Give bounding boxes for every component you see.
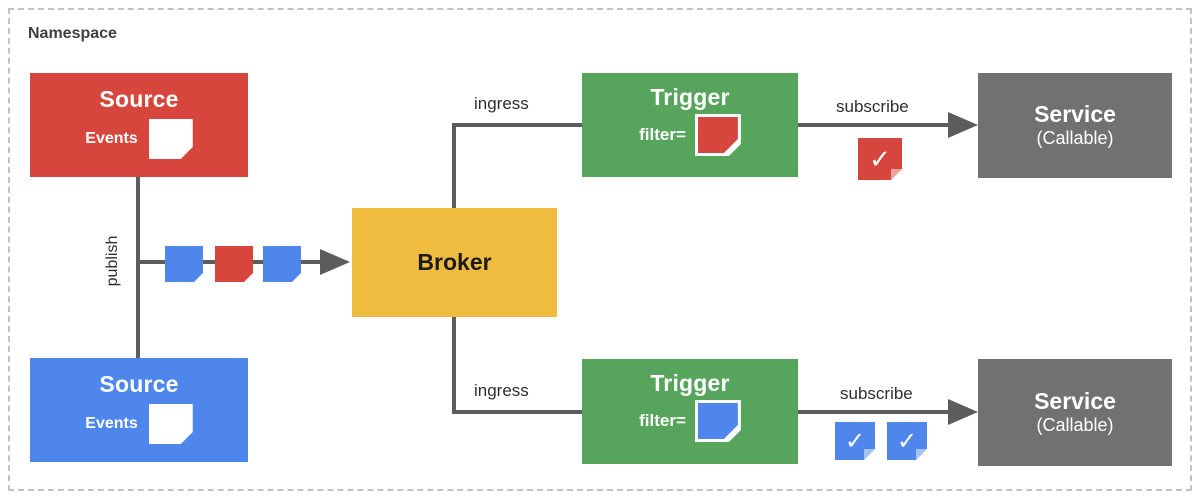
event-note-icon <box>165 246 203 282</box>
note-fold <box>891 169 902 180</box>
checked-event-note-icon: ✓ <box>835 422 875 460</box>
source-box-red: Source Events <box>30 73 248 177</box>
trigger-title: Trigger <box>650 370 730 396</box>
source-title: Source <box>99 371 179 397</box>
namespace-border <box>8 8 1192 491</box>
filter-note-fill <box>698 403 738 439</box>
trigger-box-bottom: Trigger filter= <box>582 359 798 464</box>
ingress-line-top-vertical <box>452 125 456 208</box>
trigger-title: Trigger <box>650 84 730 110</box>
ingress-label-bottom: ingress <box>474 381 529 400</box>
trigger-box-top: Trigger filter= <box>582 73 798 177</box>
namespace-label: Namespace <box>28 25 117 42</box>
filter-note-icon <box>695 114 741 156</box>
checkmark-icon: ✓ <box>869 143 891 174</box>
broker-title: Broker <box>417 249 492 275</box>
events-row: Events <box>85 119 192 159</box>
ingress-line-bottom-horizontal <box>452 410 582 414</box>
filter-note-fill <box>698 117 738 153</box>
events-label: Events <box>85 415 138 432</box>
filter-row: filter= <box>639 400 741 442</box>
arrowhead-icon <box>948 112 978 138</box>
service-box-top: Service (Callable) <box>978 73 1172 178</box>
service-title: Service <box>1034 101 1116 128</box>
broker-box: Broker <box>352 208 557 317</box>
filter-note-icon <box>695 400 741 442</box>
ingress-label-top: ingress <box>474 94 529 113</box>
events-row: Events <box>85 404 192 444</box>
checked-event-note-icon: ✓ <box>858 138 902 180</box>
subscribe-label-bottom: subscribe <box>840 384 913 403</box>
service-subtitle: (Callable) <box>1036 414 1114 435</box>
source-title: Source <box>99 86 179 112</box>
note-fold <box>916 449 927 460</box>
checked-event-note-icon: ✓ <box>887 422 927 460</box>
ingress-line-top-horizontal <box>452 123 582 127</box>
arrowhead-icon <box>320 249 350 275</box>
service-title: Service <box>1034 388 1116 415</box>
publish-label: publish <box>104 235 121 287</box>
checkmark-icon: ✓ <box>844 427 866 455</box>
subscribe-label-top: subscribe <box>836 97 909 116</box>
checkmark-icon: ✓ <box>896 427 918 455</box>
note-fold <box>864 449 875 460</box>
event-note-icon <box>215 246 253 282</box>
service-box-bottom: Service (Callable) <box>978 359 1172 466</box>
events-label: Events <box>85 130 138 147</box>
source-box-blue: Source Events <box>30 358 248 462</box>
event-note-icon <box>149 404 193 444</box>
filter-label: filter= <box>639 125 686 144</box>
service-subtitle: (Callable) <box>1036 127 1114 148</box>
event-note-icon <box>263 246 301 282</box>
filter-label: filter= <box>639 411 686 430</box>
filter-row: filter= <box>639 114 741 156</box>
event-note-icon <box>149 119 193 159</box>
publish-vertical-line <box>136 177 140 358</box>
subscribe-line-top <box>798 123 950 127</box>
ingress-line-bottom-vertical <box>452 317 456 412</box>
subscribe-line-bottom <box>798 410 950 414</box>
arrowhead-icon <box>948 399 978 425</box>
